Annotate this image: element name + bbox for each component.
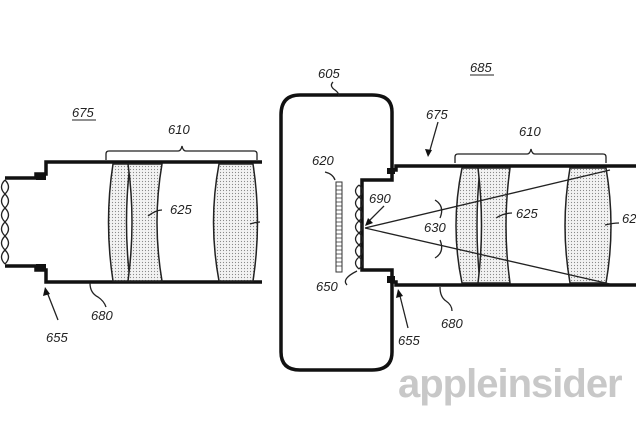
label-left-lens: 625 bbox=[170, 202, 192, 217]
right-lens-2 bbox=[477, 167, 511, 284]
label-right-barrel: 680 bbox=[441, 316, 463, 331]
label-right-mount: 655 bbox=[398, 333, 420, 348]
label-left-barrel: 680 bbox=[91, 308, 113, 323]
label-left-lens-group: 610 bbox=[168, 122, 190, 137]
label-microlens: 690 bbox=[369, 191, 391, 206]
watermark: appleinsider bbox=[398, 362, 622, 406]
label-right-assembly: 675 bbox=[426, 107, 448, 122]
right-microlens-bumps bbox=[354, 184, 364, 270]
left-lens-1 bbox=[107, 163, 131, 282]
left-lens-2 bbox=[127, 163, 163, 282]
label-right-figure: 685 bbox=[470, 60, 492, 75]
label-right-lens-group: 610 bbox=[519, 124, 541, 139]
label-light-cone: 630 bbox=[424, 220, 446, 235]
right-lens-3 bbox=[564, 167, 612, 284]
light-cone bbox=[364, 169, 611, 285]
image-sensor bbox=[335, 181, 343, 273]
left-lens-3 bbox=[212, 163, 259, 282]
label-left-assembly: 675 bbox=[72, 105, 94, 120]
label-sensor: 620 bbox=[312, 153, 334, 168]
left-lens-assembly: 675 610 625 680 655 bbox=[0, 105, 262, 345]
right-lens-1 bbox=[455, 167, 481, 284]
left-microlens-bumps bbox=[0, 179, 10, 265]
label-right-lens-cut: 62 bbox=[622, 211, 636, 226]
left-brace bbox=[105, 145, 258, 160]
device-body: 605 620 bbox=[279, 66, 394, 372]
label-microlens-array: 650 bbox=[316, 279, 338, 294]
right-lens-assembly: 685 675 610 690 630 625 62 650 680 655 bbox=[316, 60, 636, 348]
label-right-lens: 625 bbox=[516, 206, 538, 221]
label-device-body: 605 bbox=[318, 66, 340, 81]
label-left-mount: 655 bbox=[46, 330, 68, 345]
